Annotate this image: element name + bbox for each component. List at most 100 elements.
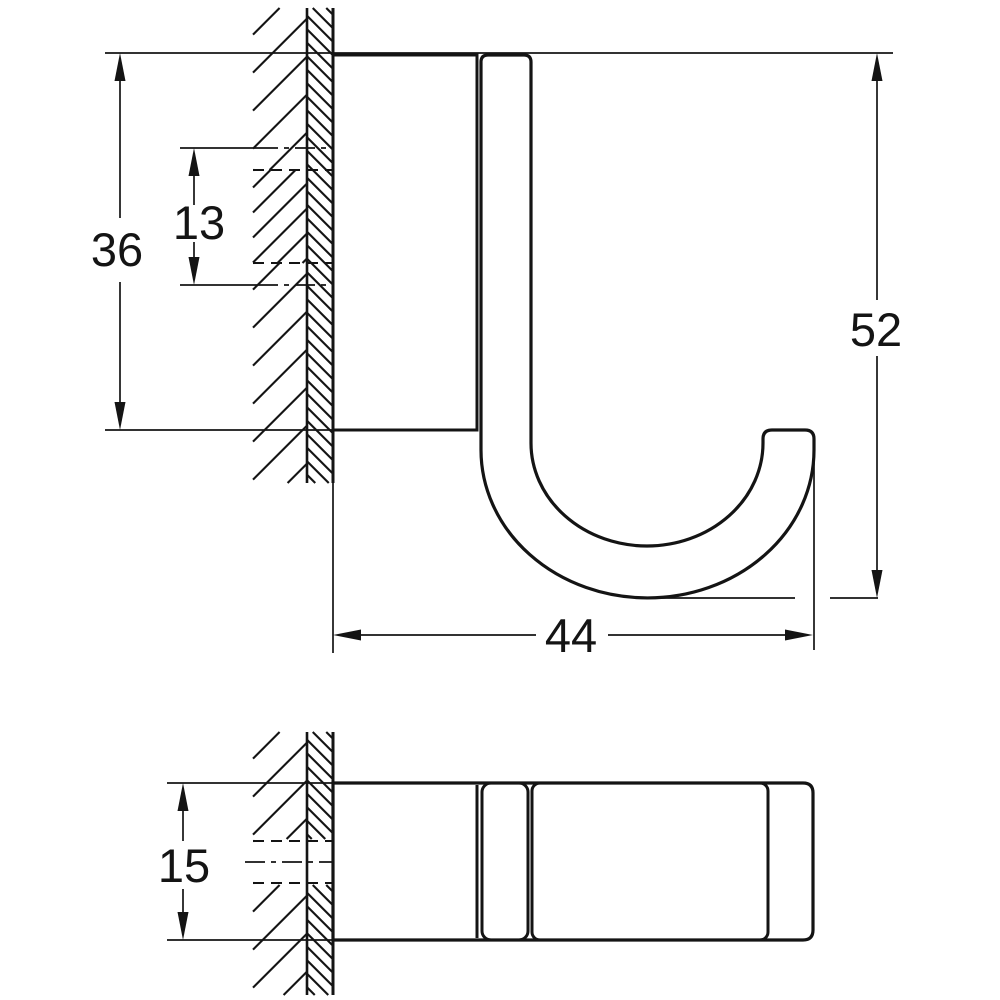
hatch-line (252, 272, 308, 329)
dimension-arrowhead (177, 912, 189, 940)
hatch-line (306, 973, 329, 996)
hatch-line (306, 752, 334, 780)
dimension-arrowhead (177, 783, 189, 811)
hatch-line (252, 7, 281, 36)
hatch-line (306, 217, 334, 245)
hatch-line (306, 190, 334, 218)
dimension-label-15: 15 (158, 839, 210, 892)
wall-hatch-top (252, 731, 334, 996)
hatch-line (306, 793, 334, 821)
hatch-line (306, 379, 334, 407)
dimension-36: 36 (91, 80, 143, 403)
hatch-line (306, 932, 334, 960)
dimension-13: 13 (173, 175, 225, 258)
hatch-line (306, 352, 334, 380)
hatch-line (252, 207, 308, 264)
hook-top-profile (331, 781, 815, 942)
hatch-line (312, 731, 334, 753)
hatch-line (306, 806, 334, 834)
top-view-plan: 15 (158, 731, 815, 996)
dimension-label-52: 52 (850, 303, 902, 356)
hatch-line (306, 474, 316, 484)
hatch-line (306, 123, 334, 151)
dimension-arrowhead (871, 53, 883, 81)
dimension-label-13: 13 (173, 196, 225, 249)
hatch-line (306, 285, 334, 313)
hatch-line (306, 905, 334, 933)
hatch-line (306, 163, 334, 191)
hatch-line (306, 892, 334, 920)
hatch-line (252, 424, 308, 481)
dimension-arrowhead (114, 53, 126, 81)
hatch-line (306, 312, 334, 340)
hatch-line (268, 131, 308, 171)
dimension-label-44: 44 (545, 609, 597, 662)
hatch-line (252, 779, 308, 836)
hatch-line (252, 731, 281, 760)
hatch-line (306, 55, 334, 83)
hatch-line (306, 325, 334, 353)
hatch-line (282, 970, 308, 996)
hatch-line (285, 817, 308, 840)
hatch-line (252, 182, 308, 239)
hatch-line (252, 169, 297, 214)
hatch-line (306, 177, 334, 205)
hatch-line (306, 779, 334, 807)
hatch-line (312, 7, 334, 29)
hatch-line (306, 136, 334, 164)
dimension-44: 44 (360, 609, 786, 662)
dimension-arrowheads (114, 53, 883, 940)
hatch-line (306, 96, 334, 124)
hatch-line (252, 386, 308, 443)
hatch-line (306, 339, 334, 367)
hook-wall-plate-profile (331, 53, 479, 432)
dimension-arrowhead (114, 402, 126, 430)
wall-hatch-side (252, 7, 334, 484)
hatch-line (252, 93, 308, 150)
hatch-line (306, 433, 334, 461)
hatch-line (252, 932, 308, 989)
hatch-line (306, 406, 334, 434)
hook-arm-section (530, 781, 770, 942)
hatch-line (276, 232, 308, 264)
dimension-arrowhead (188, 148, 200, 176)
hatch-line (306, 420, 334, 448)
dimension-arrowhead (785, 629, 813, 641)
side-view-elevation: 36 13 52 44 (91, 7, 902, 662)
hatch-line (306, 204, 334, 232)
hatch-line (306, 393, 334, 421)
hook-side-profile (479, 53, 816, 600)
hatch-line (306, 739, 334, 767)
hatch-line (306, 69, 334, 97)
hatch-line (306, 244, 334, 272)
hatch-line (252, 55, 308, 112)
hatch-line (252, 169, 272, 189)
hatch-line (306, 766, 334, 794)
hatch-line (306, 231, 334, 259)
dimension-arrowhead (333, 629, 361, 641)
hatch-line (306, 109, 334, 137)
hatch-line (306, 959, 334, 987)
hatch-line (312, 884, 334, 906)
dimension-arrowhead (188, 257, 200, 285)
hatch-line (306, 271, 334, 299)
hatch-line (306, 460, 330, 484)
hatch-line (252, 348, 308, 405)
dimension-arrowhead (871, 570, 883, 598)
hatch-line (306, 15, 334, 43)
dimension-52: 52 (850, 80, 902, 571)
hatch-line (306, 946, 334, 974)
hatch-line (306, 919, 334, 947)
dimension-label-36: 36 (91, 223, 143, 276)
hatch-line (306, 298, 334, 326)
hatch-line (306, 820, 326, 840)
hatch-line (306, 366, 334, 394)
hatch-line (286, 462, 308, 484)
hatch-line (252, 17, 308, 74)
hatch-line (306, 447, 334, 475)
hook-stem-section (480, 781, 530, 942)
hatch-line (306, 28, 334, 56)
hatch-line (252, 884, 281, 913)
hatch-line (252, 310, 308, 367)
